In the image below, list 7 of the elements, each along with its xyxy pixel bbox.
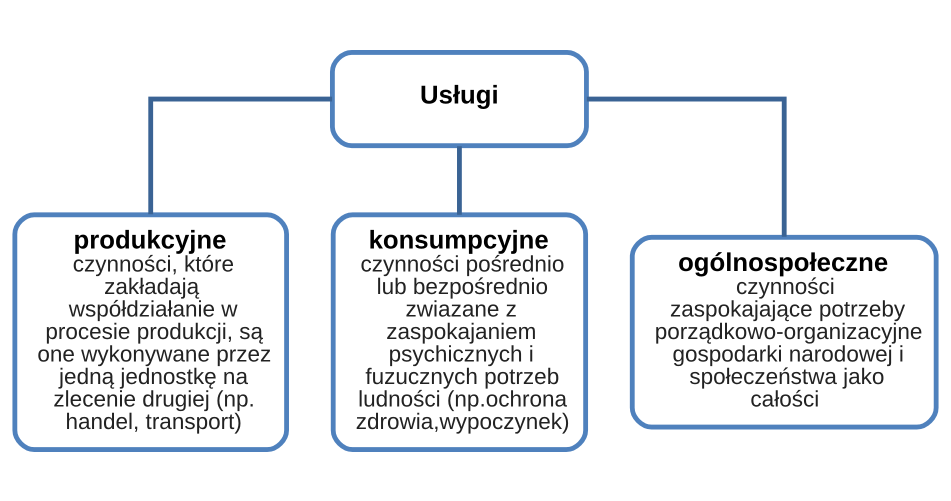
node-box: konsumpcyjne czynności pośrednio lub bezpośrednio zwiazane z zaspokajaniem psychicznych i fuzucznych potrzeb ludności (np.ochrona zdrowia,wypoczynek) <box>330 212 588 452</box>
node-box: ogólnospołeczne czynności zaspokajające potrzeby porządkowo-organizacyjne gospodarki narodowej i społeczeństwa jako całości <box>630 234 939 429</box>
node-box: produkcyjne czynności, które zakładają współdziałanie w procesie produkcji, są one wykonywane przez jedną jednostkę na zlecenie drugiej (np. handel, transport) <box>12 212 289 452</box>
connector <box>457 146 462 214</box>
connector <box>586 96 787 236</box>
connector <box>148 96 332 214</box>
node-box: Usługi <box>330 50 589 148</box>
